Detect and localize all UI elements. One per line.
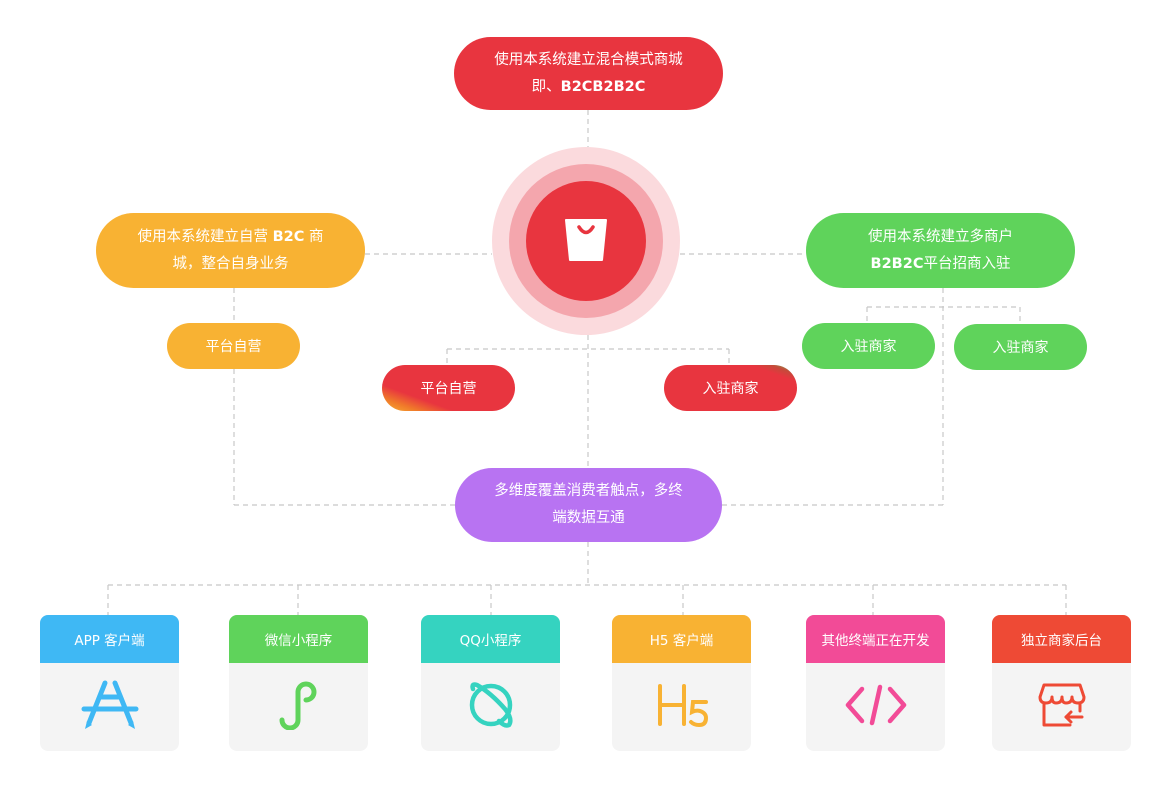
center-merchant-chip: 入驻商家 — [664, 365, 797, 411]
left-b2c-line1-bold: B2C — [272, 228, 305, 245]
card-merchant-backend-label: 独立商家后台 — [1021, 633, 1102, 649]
right-b2b2c-node: 使用本系统建立多商户 B2B2C平台招商入驻 — [806, 213, 1075, 288]
card-qq-mini-program-header: QQ小程序 — [421, 615, 560, 663]
left-b2c-line1-suffix: 商 — [304, 228, 324, 245]
top-mode-line2: 即、B2CB2B2C — [532, 74, 646, 101]
multi-terminal-line1: 多维度覆盖消费者触点，多终 — [494, 483, 683, 499]
card-other-terminals-label: 其他终端正在开发 — [821, 633, 930, 649]
left-b2c-line1-prefix: 使用本系统建立自营 — [137, 228, 273, 245]
left-self-operated-chip: 平台自营 — [167, 323, 300, 369]
multi-terminal-line2: 端数据互通 — [552, 510, 625, 526]
center-merchant-label: 入驻商家 — [702, 381, 759, 397]
card-qq-mini-program-label: QQ小程序 — [459, 633, 522, 649]
shopping-bag-icon — [561, 214, 611, 268]
multi-terminal-node: 多维度覆盖消费者触点，多终 端数据互通 — [455, 468, 722, 542]
top-mode-node: 使用本系统建立混合模式商城 即、B2CB2B2C — [454, 37, 723, 110]
left-b2c-line1: 使用本系统建立自营 B2C 商 — [137, 224, 323, 251]
card-app-client: APP 客户端 — [40, 615, 179, 751]
app-store-icon — [81, 679, 139, 735]
card-app-client-label: APP 客户端 — [74, 633, 145, 649]
left-b2c-node: 使用本系统建立自营 B2C 商 城，整合自身业务 — [96, 213, 365, 288]
card-qq-mini-program: QQ小程序 — [421, 615, 560, 751]
card-other-terminals: 其他终端正在开发 — [806, 615, 945, 751]
right-merchant-label-1: 入驻商家 — [840, 339, 897, 355]
card-merchant-backend-header: 独立商家后台 — [992, 615, 1131, 663]
code-icon — [844, 683, 908, 731]
planet-icon — [465, 679, 517, 735]
card-wechat-mini-program-header: 微信小程序 — [229, 615, 368, 663]
card-wechat-mini-program: 微信小程序 — [229, 615, 368, 751]
right-b2b2c-line1: 使用本系统建立多商户 — [868, 228, 1013, 245]
top-mode-line1: 使用本系统建立混合模式商城 — [494, 51, 683, 68]
top-mode-line2-prefix: 即、 — [531, 78, 561, 95]
right-b2b2c-line2-bold: B2B2C — [870, 255, 924, 272]
hub-center — [526, 181, 646, 301]
card-h5-client-header: H5 客户端 — [612, 615, 751, 663]
h5-icon — [654, 680, 710, 734]
right-b2b2c-line2: B2B2C平台招商入驻 — [871, 251, 1011, 278]
center-self-operated-chip: 平台自营 — [382, 365, 515, 411]
right-merchant-chip-1: 入驻商家 — [802, 323, 935, 369]
card-other-terminals-header: 其他终端正在开发 — [806, 615, 945, 663]
top-mode-line2-bold: B2CB2B2C — [560, 78, 646, 95]
mini-program-icon — [274, 680, 324, 734]
card-h5-client: H5 客户端 — [612, 615, 751, 751]
store-icon — [1036, 681, 1088, 733]
right-b2b2c-line2-suffix: 平台招商入驻 — [923, 255, 1011, 272]
card-wechat-mini-program-label: 微信小程序 — [264, 633, 333, 649]
card-merchant-backend: 独立商家后台 — [992, 615, 1131, 751]
card-h5-client-label: H5 客户端 — [649, 633, 714, 649]
card-app-client-header: APP 客户端 — [40, 615, 179, 663]
left-self-operated-label: 平台自营 — [205, 339, 262, 355]
right-merchant-chip-2: 入驻商家 — [954, 324, 1087, 370]
center-self-operated-label: 平台自营 — [420, 381, 477, 397]
right-merchant-label-2: 入驻商家 — [992, 340, 1049, 356]
left-b2c-line2: 城，整合自身业务 — [172, 255, 289, 272]
